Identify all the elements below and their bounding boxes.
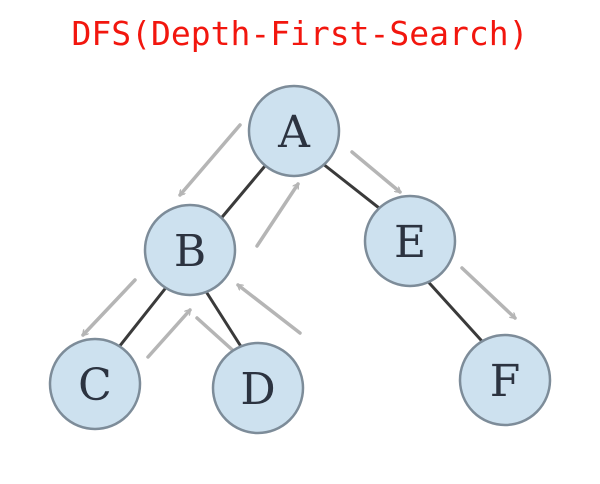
node-a-label: A [277,107,311,158]
edge-b-c [113,279,174,353]
node-b: B [143,203,237,297]
tree-edges [113,158,492,357]
edge-a-e [317,158,389,217]
node-e-label: E [394,217,426,268]
diagram-title: DFS(Depth-First-Search) [71,14,529,53]
node-f: F [458,333,552,427]
edge-e-f [420,273,492,352]
node-c-label: C [78,360,112,411]
node-e: E [363,194,457,288]
traversal-arrows [81,123,517,359]
arrow-c-to-b [146,308,192,359]
arrow-d-to-b [236,283,302,335]
tree-nodes: A B E C D F [48,84,552,435]
node-d: D [211,341,305,435]
node-f-label: F [490,356,521,407]
arrow-b-to-d [195,316,240,357]
arrow-b-to-c [81,278,137,337]
node-c: C [48,337,142,431]
arrow-a-to-b [178,123,242,197]
arrow-e-to-f [460,266,517,320]
node-b-label: B [174,226,206,277]
edge-a-b [216,159,272,223]
node-d-label: D [240,364,275,415]
edge-b-d [198,281,249,357]
arrow-a-to-e [350,150,402,194]
node-a: A [247,84,341,178]
arrow-b-to-a [255,182,300,248]
